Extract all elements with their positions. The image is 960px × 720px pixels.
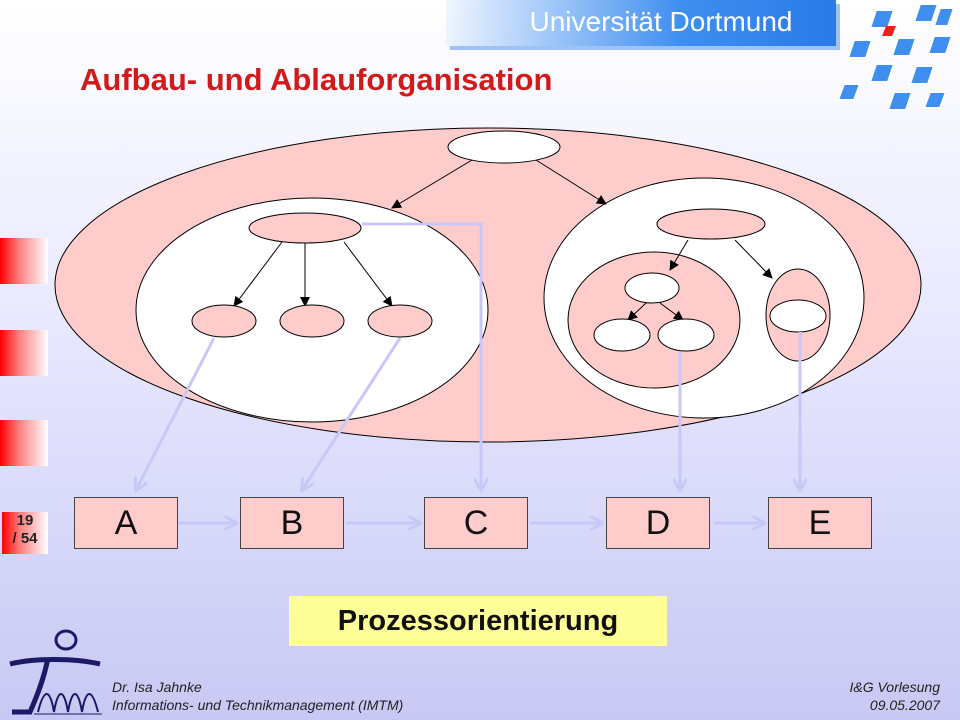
process-step-b: B: [240, 497, 344, 549]
unit-node: [657, 318, 715, 352]
page-total: / 54: [12, 530, 38, 547]
process-flow-lines: [136, 222, 800, 490]
side-bar-decoration: [0, 238, 48, 284]
unit-node: [593, 318, 651, 352]
university-banner: [446, 0, 836, 46]
page-number: 19 / 54: [2, 512, 48, 554]
footer-course: I&G Vorlesung: [849, 679, 940, 695]
left-head-node: [248, 212, 362, 244]
process-step-d: D: [606, 497, 710, 549]
slide-title: Aufbau- und Ablauforganisation: [80, 62, 553, 97]
right-head-node: [656, 208, 766, 240]
top-node: [447, 130, 561, 164]
footer-left: Dr. Isa Jahnke Informations- und Technik…: [112, 678, 403, 714]
footer-right: I&G Vorlesung 09.05.2007: [849, 678, 940, 714]
footer-date: 09.05.2007: [869, 697, 940, 713]
unit-node: [367, 304, 433, 338]
process-step-a: A: [74, 497, 178, 549]
imtm-logo-icon: [9, 629, 102, 715]
university-name: Universität Dortmund: [529, 6, 793, 37]
process-step-e: E: [768, 497, 872, 549]
process-step-c: C: [424, 497, 528, 549]
page-current: 19: [16, 512, 34, 529]
hierarchy-arrows: [233, 159, 773, 321]
process-orientation-label: Prozessorientierung: [289, 596, 667, 646]
side-bar-decoration: [0, 330, 48, 376]
side-bar-decoration: [0, 420, 48, 466]
unit-node: [624, 272, 680, 304]
university-logo-icon: [836, 3, 956, 111]
footer-author: Dr. Isa Jahnke: [112, 679, 202, 695]
unit-node: [191, 304, 257, 338]
unit-node: [769, 299, 827, 333]
unit-node: [279, 304, 345, 338]
subgroup-circle: [567, 251, 741, 389]
footer-institute: Informations- und Technikmanagement (IMT…: [112, 697, 404, 713]
